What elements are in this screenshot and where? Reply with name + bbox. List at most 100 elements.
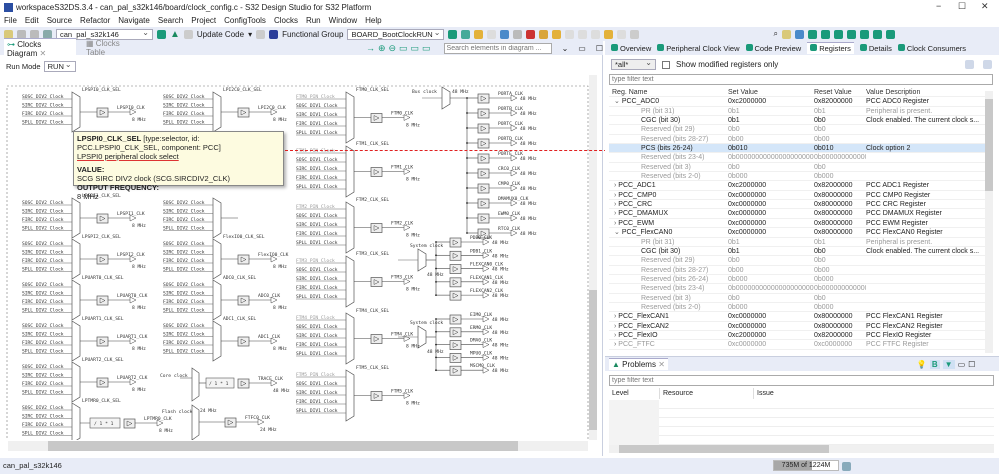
perspective-cdt-icon[interactable] [794, 29, 804, 39]
clock-gate[interactable] [477, 198, 490, 209]
column-header-value-description[interactable]: Value Description [866, 89, 921, 96]
selector-mux[interactable] [71, 197, 81, 239]
perspective-list-icon[interactable] [859, 29, 869, 39]
gate-triangle-icon[interactable] [452, 367, 459, 374]
scroll-thumb[interactable] [48, 441, 518, 451]
maximize-view-button[interactable]: ☐ [968, 359, 976, 369]
minimize-view-button[interactable]: ▭ [957, 359, 966, 369]
export-icon[interactable] [256, 29, 266, 39]
marker-icon[interactable] [565, 29, 575, 39]
gate-triangle-icon[interactable] [240, 380, 247, 387]
flag-icon[interactable] [448, 29, 458, 39]
problems-horizontal-scrollbar[interactable] [609, 445, 994, 453]
clock-gate[interactable] [237, 378, 250, 389]
column-header-issue[interactable]: Issue [753, 388, 774, 399]
gate-triangle-icon[interactable] [480, 215, 487, 222]
clock-gate[interactable] [477, 93, 490, 104]
column-header-set-value[interactable]: Set Value [728, 89, 758, 96]
selector-mux[interactable] [71, 238, 81, 280]
source-mux[interactable] [441, 86, 451, 110]
gate-triangle-icon[interactable] [480, 230, 487, 237]
back-icon[interactable] [604, 29, 614, 39]
gate-triangle-icon[interactable] [227, 419, 234, 426]
clock-gate[interactable] [370, 334, 383, 344]
perspective-peripherals-icon[interactable] [833, 29, 843, 39]
gate-triangle-icon[interactable] [452, 279, 459, 286]
functional-group-select[interactable]: BOARD_BootClockRUN [347, 28, 445, 40]
modified-only-checkbox[interactable] [662, 60, 670, 69]
minimize-view-button[interactable]: ▭ [578, 43, 586, 53]
collapsed-chevron-icon[interactable]: › [614, 210, 619, 218]
tab-overview[interactable]: Overview [611, 43, 651, 53]
new-icon[interactable] [4, 29, 13, 39]
tab-clock-consumers[interactable]: Clock Consumers [897, 43, 966, 53]
clock-gate[interactable] [237, 254, 250, 265]
collapsed-chevron-icon[interactable]: › [614, 191, 619, 199]
gate-triangle-icon[interactable] [373, 336, 380, 342]
column-header-resource[interactable]: Resource [659, 388, 753, 399]
update-code-icon[interactable] [183, 29, 193, 39]
lightbulb-icon[interactable]: 💡 [916, 359, 927, 369]
collapsed-chevron-icon[interactable]: › [614, 313, 619, 321]
selector-mux[interactable] [212, 197, 222, 239]
tab-clocks-table[interactable]: ▦ Clocks Table [86, 39, 134, 57]
menu-refactor[interactable]: Refactor [80, 16, 111, 25]
selector-mux[interactable] [71, 402, 81, 440]
close-tab-icon[interactable]: ✕ [658, 360, 665, 369]
home-icon[interactable] [157, 29, 166, 39]
clock-gate[interactable] [477, 123, 490, 134]
selector-mux[interactable] [345, 145, 355, 198]
menu-clocks[interactable]: Clocks [273, 16, 298, 25]
menu-edit[interactable]: Edit [24, 16, 39, 25]
gate-triangle-icon[interactable] [452, 292, 459, 299]
debug-icon[interactable] [513, 29, 523, 39]
filter-icon[interactable]: ▼ [942, 359, 955, 369]
gate-triangle-icon[interactable] [99, 215, 106, 222]
selector-mux[interactable] [71, 279, 81, 321]
next-annotation-icon[interactable] [578, 29, 588, 39]
clock-gate[interactable] [370, 277, 383, 287]
bold-toggle-icon[interactable]: B [929, 359, 940, 369]
diagram-horizontal-scrollbar[interactable] [8, 441, 588, 451]
selector-mux[interactable] [212, 91, 222, 133]
clock-gate[interactable] [477, 183, 490, 194]
clock-gate[interactable] [224, 417, 237, 428]
selector-mux[interactable] [71, 320, 81, 362]
clock-gate[interactable] [96, 213, 109, 224]
register-field-row[interactable]: Reserved (bits 23-4)0b000000000000000000… [609, 153, 987, 163]
gate-triangle-icon[interactable] [452, 239, 459, 246]
problems-filter-input[interactable] [609, 375, 994, 386]
gate-triangle-icon[interactable] [240, 338, 247, 345]
column-header-reg-name[interactable]: Reg. Name [612, 89, 648, 96]
clock-gate[interactable] [237, 107, 250, 118]
gate-triangle-icon[interactable] [240, 297, 247, 304]
gate-triangle-icon[interactable] [373, 279, 380, 285]
clock-gate[interactable] [449, 327, 462, 338]
gate-triangle-icon[interactable] [99, 109, 106, 116]
flash-clock-mux[interactable] [191, 404, 200, 440]
gate-triangle-icon[interactable] [99, 379, 106, 386]
gate-triangle-icon[interactable] [240, 256, 247, 263]
perspective-dcd-icon[interactable] [885, 29, 895, 39]
source-mux[interactable] [417, 248, 427, 272]
menu-project[interactable]: Project [191, 16, 217, 25]
perspective-open-icon[interactable] [781, 29, 791, 39]
clock-gate[interactable] [370, 223, 383, 233]
selector-mux[interactable] [212, 279, 222, 321]
perspective-pins-icon[interactable] [807, 29, 817, 39]
collapsed-chevron-icon[interactable]: › [614, 331, 619, 339]
gate-triangle-icon[interactable] [99, 297, 106, 304]
chevron-down-icon[interactable]: ⌄ [561, 43, 569, 53]
core-clock-mux[interactable] [191, 367, 200, 402]
monitor-icon[interactable] [461, 29, 471, 39]
collapsed-chevron-icon[interactable]: › [614, 341, 619, 349]
garbage-collect-icon[interactable] [842, 462, 851, 471]
clock-gate[interactable] [449, 340, 462, 350]
